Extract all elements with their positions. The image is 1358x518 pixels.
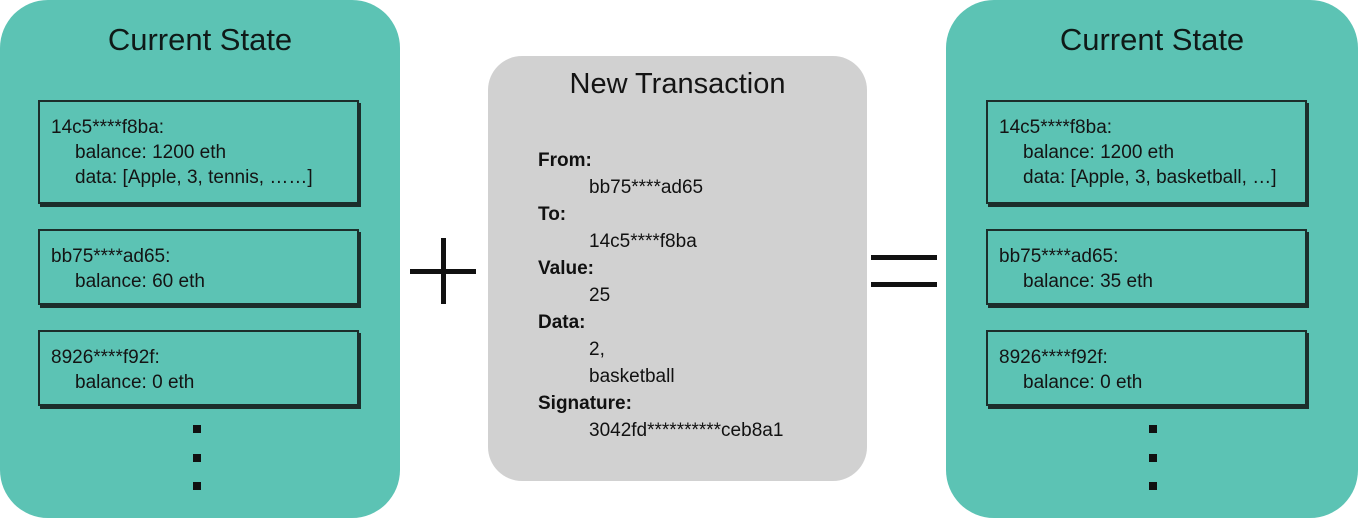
account-box: 8926****f92f: balance: 0 eth [986,330,1307,406]
to-value: 14c5****f8ba [589,231,697,252]
data-label: Data: [538,312,586,333]
account-box: bb75****ad65: balance: 35 eth [986,229,1307,305]
account-address: 14c5****f8ba: [51,117,165,138]
to-label: To: [538,204,567,225]
account-balance: balance: 0 eth [1023,372,1143,393]
transaction-title: New Transaction [569,68,786,100]
signature-label: Signature: [538,393,632,414]
new-transaction-panel: New Transaction From: bb75****ad65 To: 1… [488,56,867,481]
state-title: Current State [107,22,293,57]
value-label: Value: [538,258,594,279]
account-balance: balance: 1200 eth [75,142,227,163]
account-box: bb75****ad65: balance: 60 eth [38,229,359,305]
from-label: From: [538,150,592,171]
state-title: Current State [1059,22,1245,57]
plus-icon [410,238,476,304]
account-address: 14c5****f8ba: [999,117,1113,138]
from-value: bb75****ad65 [589,177,704,198]
account-data: data: [Apple, 3, tennis, ……] [75,167,313,188]
account-address: bb75****ad65: [999,246,1119,267]
more-accounts-ellipsis-icon [1146,425,1158,495]
data-value: basketball [589,366,675,387]
data-value: 2, [589,339,605,360]
account-box: 8926****f92f: balance: 0 eth [38,330,359,406]
account-box: 14c5****f8ba: balance: 1200 eth data: [A… [38,100,359,204]
account-balance: balance: 60 eth [75,271,205,292]
account-box: 14c5****f8ba: balance: 1200 eth data: [A… [986,100,1307,204]
account-address: 8926****f92f: [999,347,1108,368]
more-accounts-ellipsis-icon [190,425,202,495]
current-state-panel-left: Current State 14c5****f8ba: balance: 120… [0,0,400,518]
equals-icon [871,249,937,289]
account-balance: balance: 0 eth [75,372,195,393]
signature-value: 3042fd**********ceb8a1 [589,420,784,441]
account-address: bb75****ad65: [51,246,171,267]
account-balance: balance: 1200 eth [1023,142,1175,163]
account-data: data: [Apple, 3, basketball, …] [1023,167,1277,188]
account-address: 8926****f92f: [51,347,160,368]
current-state-panel-right: Current State 14c5****f8ba: balance: 120… [946,0,1358,518]
value-value: 25 [589,285,611,306]
account-balance: balance: 35 eth [1023,271,1153,292]
transaction-fields: From: bb75****ad65 To: 14c5****f8ba Valu… [538,147,783,444]
